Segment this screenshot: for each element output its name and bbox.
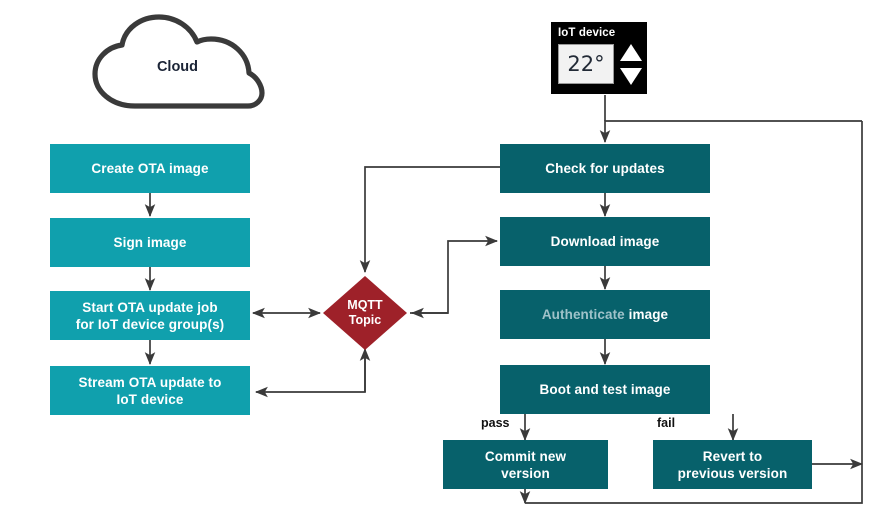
- edge-label-pass: pass: [481, 416, 510, 430]
- cloud-shape: Cloud: [85, 14, 270, 114]
- triangle-up-icon: [620, 44, 642, 61]
- node-authenticate-image[interactable]: Authenticate image: [500, 290, 710, 339]
- node-sign-image-label: Sign image: [113, 235, 187, 250]
- iot-device-temperature-display: 22°: [558, 44, 614, 84]
- node-start-ota-update-job-label: Start OTA update job for IoT device grou…: [75, 299, 225, 332]
- node-boot-and-test-image[interactable]: Boot and test image: [500, 365, 710, 414]
- wire-check-to-mqtt: [359, 166, 500, 274]
- iot-device-widget[interactable]: IoT device 22°: [551, 22, 647, 94]
- node-commit-new-version-label: Commit new version: [484, 448, 567, 481]
- node-start-ota-update-job[interactable]: Start OTA update job for IoT device grou…: [50, 291, 250, 340]
- node-authenticate-image-word1: Authenticate: [541, 307, 625, 322]
- node-boot-and-test-image-label: Boot and test image: [539, 382, 671, 397]
- node-commit-new-version[interactable]: Commit new version: [443, 440, 608, 489]
- iot-device-stepper[interactable]: [619, 43, 643, 86]
- diamond-shape-icon: [323, 276, 407, 350]
- triangle-down-icon: [620, 68, 642, 85]
- node-download-image-label: Download image: [550, 234, 660, 249]
- node-stream-ota-update[interactable]: Stream OTA update to IoT device: [50, 366, 250, 415]
- node-check-for-updates[interactable]: Check for updates: [500, 144, 710, 193]
- node-stream-ota-update-label: Stream OTA update to IoT device: [78, 374, 222, 407]
- node-mqtt-topic[interactable]: MQTT Topic: [322, 275, 408, 351]
- wire-commit-return-bus: [525, 121, 863, 504]
- edge-label-fail: fail: [657, 416, 676, 430]
- node-authenticate-image-word2: image: [628, 307, 669, 322]
- node-create-ota-image-label: Create OTA image: [91, 161, 209, 176]
- cloud-label: Cloud: [156, 59, 199, 75]
- node-revert-to-previous-version-label: Revert to previous version: [677, 448, 788, 481]
- mqtt-topic-label: MQTT Topic: [322, 275, 408, 351]
- node-download-image[interactable]: Download image: [500, 217, 710, 266]
- node-create-ota-image[interactable]: Create OTA image: [50, 144, 250, 193]
- wire-return-to-check: [599, 120, 862, 144]
- wire-mqtt-to-download: [410, 235, 499, 314]
- node-check-for-updates-label: Check for updates: [545, 161, 665, 176]
- iot-device-title: IoT device: [558, 27, 616, 39]
- node-authenticate-image-label: Authenticate image: [542, 306, 668, 323]
- cloud-icon: [92, 14, 265, 109]
- wire-mqtt-to-stream: [254, 353, 366, 398]
- node-revert-to-previous-version[interactable]: Revert to previous version: [653, 440, 812, 489]
- node-sign-image[interactable]: Sign image: [50, 218, 250, 267]
- mqtt-topic-line1: MQTT: [347, 298, 383, 312]
- mqtt-topic-line2: Topic: [348, 313, 382, 327]
